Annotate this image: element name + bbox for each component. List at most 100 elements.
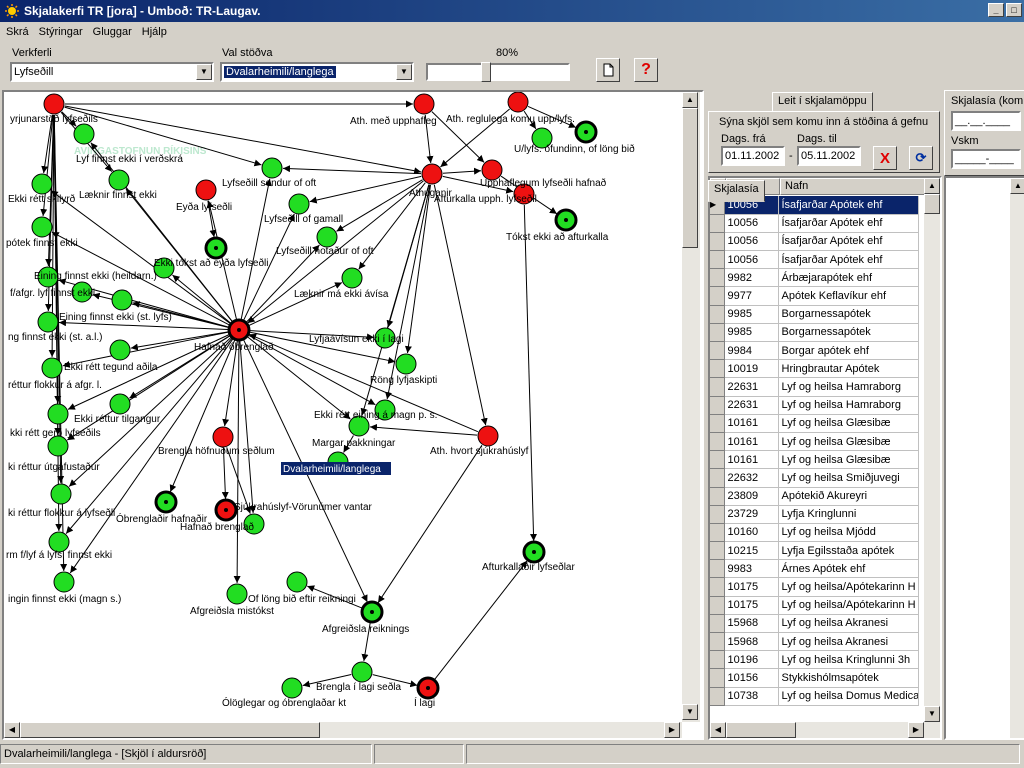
cell-vskm[interactable]: 10161 [724,414,779,433]
cell-nafn[interactable]: Árbæjarapótek ehf [778,268,919,288]
zoom-slider-thumb[interactable] [481,62,491,82]
scroll-down-icon[interactable]: ▼ [924,706,940,722]
graph-node[interactable] [243,513,265,535]
cell-nafn[interactable]: Lyfja Egilsstaða apótek [778,541,919,561]
graph-node-label[interactable]: Hafnað brenglað [180,521,254,533]
cell-nafn[interactable]: Lyf og heilsa Mjódd [778,523,919,543]
grid-hscroll-thumb[interactable] [726,722,796,738]
graph-node-label[interactable]: Læknir má ekki ávísa [294,289,389,300]
row-header[interactable] [710,687,725,706]
cell-nafn[interactable]: Lyf og heilsa Glæsibæ [778,432,919,452]
graph-node-label[interactable]: Lyfjaávísun ekki í lagi [309,334,404,345]
row-header[interactable] [710,432,725,452]
verkferli-select[interactable]: Lyfseðill ▼ [10,62,214,82]
row-header[interactable] [710,468,725,488]
graph-node[interactable] [109,393,131,415]
graph-node[interactable] [31,173,53,195]
graph-node[interactable] [316,226,338,248]
graph-node-label[interactable]: Hafnað óbrenglað [194,341,274,353]
graph-hscroll-thumb[interactable] [20,722,320,738]
graph-node-label[interactable]: Ekki rétt tegund aðila [64,361,158,373]
graph-node-label[interactable]: Sjúkrahúslyf-Vörunúmer vantar [234,502,373,513]
tab-skjalasia[interactable]: Skjalasía [708,180,765,202]
graph-vscroll-thumb[interactable] [682,108,698,248]
cell-vskm[interactable]: 9985 [724,323,779,343]
graph-node[interactable] [341,267,363,289]
row-header[interactable] [710,232,725,252]
graph-node[interactable] [513,183,535,205]
graph-node-label[interactable]: Of löng bið eftir reikningi [248,593,356,605]
scroll-up-icon[interactable]: ▲ [682,92,698,108]
row-header[interactable] [710,341,725,361]
cell-nafn[interactable]: Ísafjarðar Apótek ehf [778,250,919,270]
scroll-up-icon[interactable]: ▲ [924,178,940,194]
graph-node-label[interactable]: Ath. hvort sjúkrahúslyf [430,446,529,457]
graph-node-label[interactable]: ng finnst ekki (st. a.l.) [8,332,102,343]
graph-node[interactable] [477,425,499,447]
cell-nafn[interactable]: Ísafjarðar Apótek ehf [778,232,919,252]
graph-node[interactable] [507,92,529,113]
graph-node-label[interactable]: Brengla í lagi seðla [316,681,401,693]
graph-node[interactable] [43,93,65,115]
chevron-down-icon[interactable]: ▼ [396,64,412,80]
graph-node[interactable] [351,661,373,683]
graph-node[interactable] [286,571,308,593]
graph-node[interactable] [421,163,443,185]
graph-node-label[interactable]: Ekki tókst að eyða lyfseðli [154,257,269,269]
graph-node[interactable] [108,169,130,191]
graph-node[interactable] [374,327,396,349]
menu-gluggar[interactable]: Gluggar [92,26,132,38]
graph-node[interactable] [37,311,59,333]
graph-node[interactable] [71,281,93,303]
date-from-input[interactable]: 01.11.2002 [721,146,785,166]
graph-node-label[interactable]: Tókst ekki að afturkalla [506,231,609,243]
secondary-date-input[interactable]: __.__.____ [951,111,1021,131]
new-document-button[interactable] [596,58,620,82]
graph-node[interactable] [37,266,59,288]
cell-nafn[interactable]: Lyf og heilsa Domus Medica [778,687,919,706]
cell-vskm[interactable]: 10056 [724,232,779,252]
graph-node[interactable] [481,159,503,181]
cell-vskm[interactable]: 10215 [724,541,779,561]
menu-hjalp[interactable]: Hjálp [141,26,167,38]
scroll-up-icon[interactable]: ▲ [1010,178,1024,194]
graph-node-label[interactable]: ki réttur flokkur á lyfseðli [8,507,115,519]
graph-node-label[interactable]: Ath. reglulega komu upp/lyfs. [446,114,575,125]
menu-skra[interactable]: Skrá [6,26,29,38]
graph-node-label[interactable]: yrjunarstöð lyfseðils [10,113,98,125]
secondary-vscrollbar[interactable]: ▲ [1010,178,1024,738]
graph-node-label[interactable]: Ath. með upphafleg [350,115,437,127]
cell-nafn[interactable]: Borgar apótek ehf [778,341,919,361]
graph-node-label[interactable]: f/afgr. lyf finnst ekki [10,288,95,299]
graph-node-label[interactable]: Upphaflegum lyfseðli hafnað [480,177,607,189]
graph-node[interactable] [47,435,69,457]
graph-node-label[interactable]: Í lagi [414,696,435,709]
graph-node-label[interactable]: Röng lyfjaskipti [370,375,437,386]
cell-vskm[interactable]: 22631 [724,377,779,397]
graph-node-label[interactable]: Eining finnst ekki (heildarn.) [34,271,157,282]
graph-node-label[interactable]: Lyfseðill notaður of oft [276,245,374,257]
zoom-slider[interactable] [426,63,570,81]
graph-hscrollbar[interactable]: ◀ ▶ [4,722,682,738]
graph-node-label[interactable]: Ólöglegar og óbrenglaðar kt [222,696,346,709]
cell-vskm[interactable]: 9985 [724,305,779,324]
graph-node-label[interactable]: Afturkallaðir lyfseðlar [482,561,575,573]
cell-vskm[interactable]: 10161 [724,450,779,470]
row-header[interactable] [710,396,725,415]
graph-node[interactable] [153,257,175,279]
help-button[interactable]: ? [634,58,658,82]
cell-vskm[interactable]: 10161 [724,432,779,452]
